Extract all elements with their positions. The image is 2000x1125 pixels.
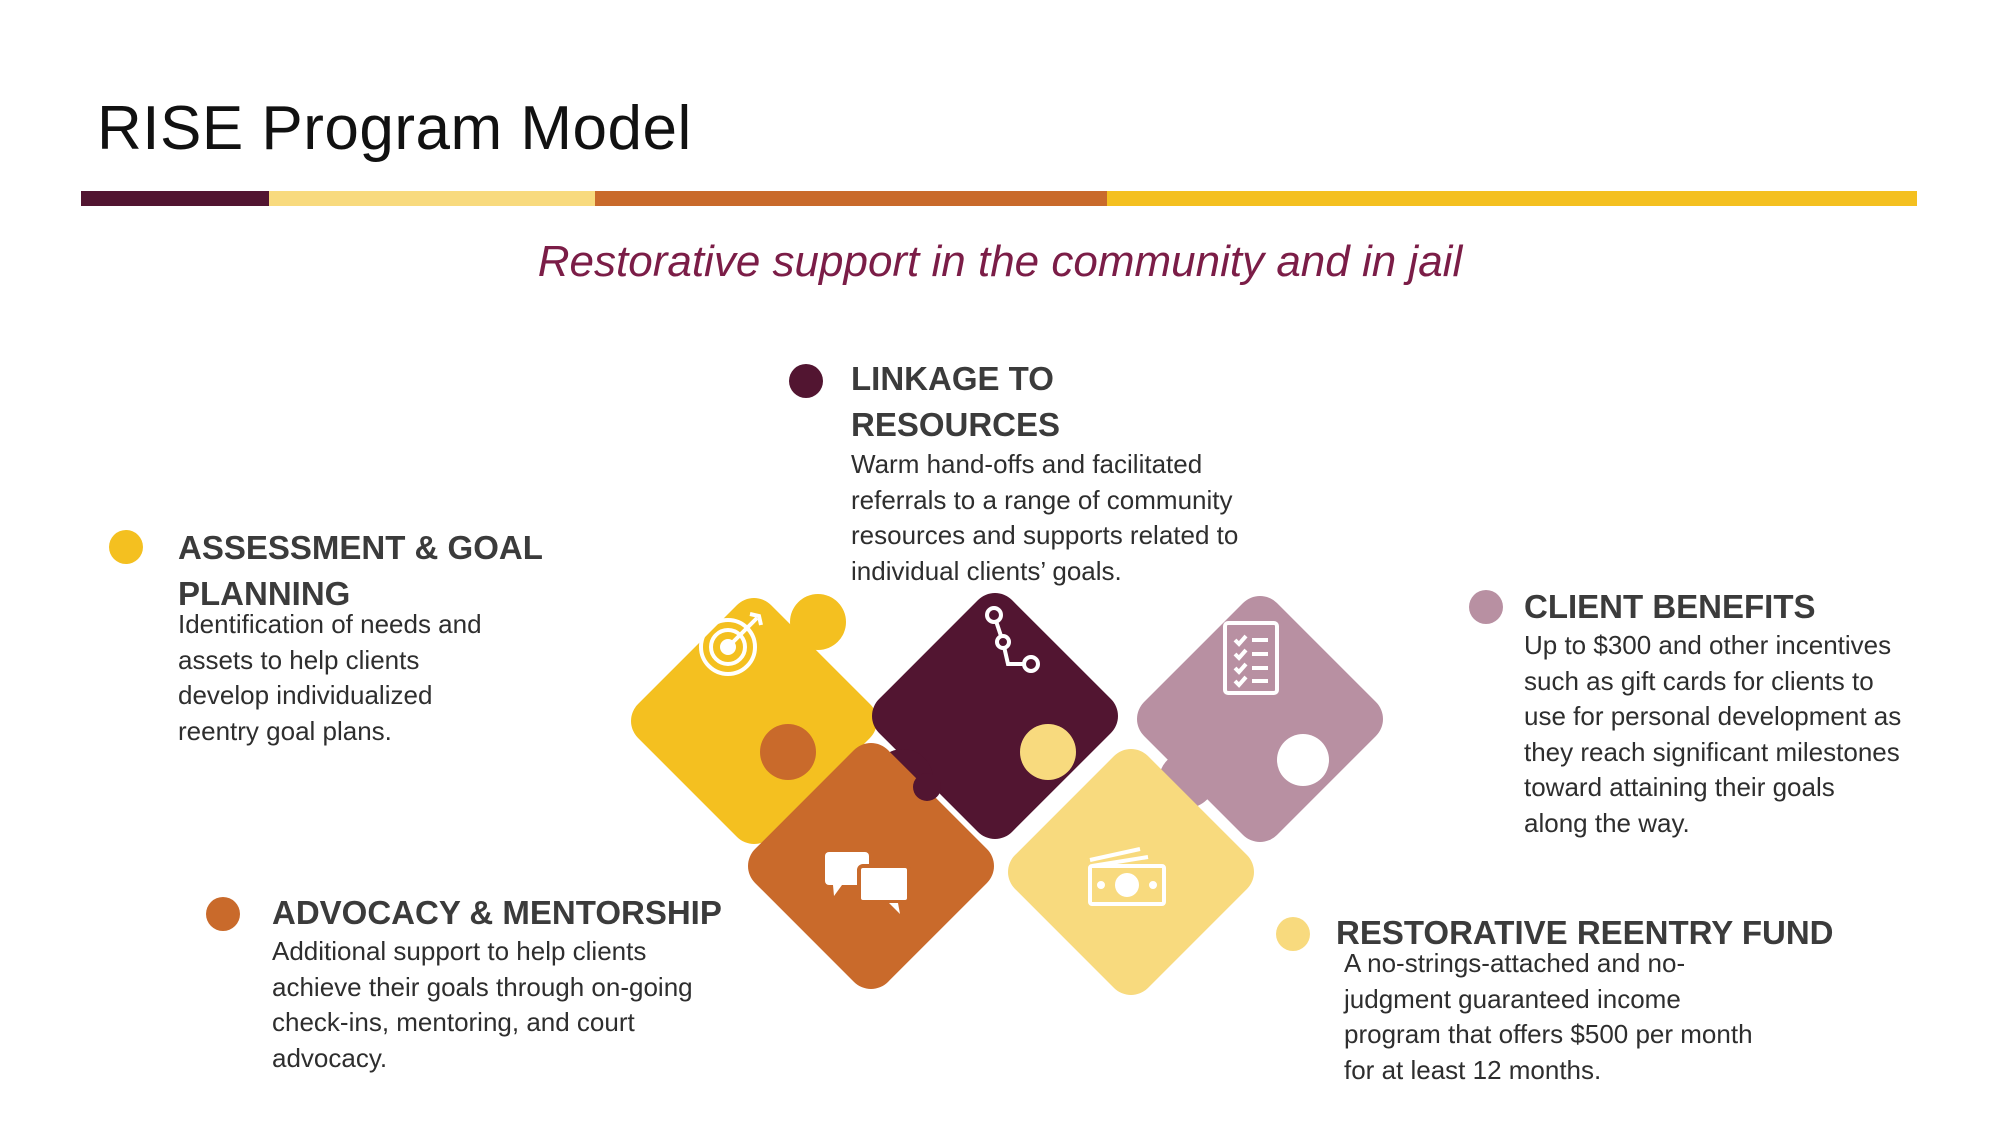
puzzle-piece-reentry-fund xyxy=(1008,724,1254,995)
reentry-fund-bullet xyxy=(1276,917,1310,951)
assessment-heading-line: PLANNING xyxy=(178,575,351,612)
advocacy-description: Additional support to help clients achie… xyxy=(272,934,752,1076)
assessment-bullet xyxy=(109,530,143,564)
puzzle-piece-assessment xyxy=(631,594,877,844)
title-bar-light-yellow xyxy=(269,191,595,206)
linkage-heading: LINKAGE TO RESOURCES xyxy=(851,360,1061,443)
assessment-heading-line: ASSESSMENT & GOAL xyxy=(178,529,543,566)
reentry-fund-description: A no-strings-attached and no- judgment g… xyxy=(1336,946,1836,1088)
assessment-description: Identification of needs and assets to he… xyxy=(178,607,558,749)
advocacy-heading: ADVOCACY & MENTORSHIP xyxy=(272,894,722,931)
advocacy-section: ADVOCACY & MENTORSHIP Additional support… xyxy=(272,890,752,1076)
linkage-line: Warm hand-offs and facilitated xyxy=(851,449,1203,479)
reentry-fund-line: for at least 12 months. xyxy=(1344,1054,1602,1085)
client-benefits-line: use for personal development as xyxy=(1524,701,1902,731)
client-benefits-line: Up to $300 and other incentives xyxy=(1524,630,1892,660)
chat-bubbles-icon xyxy=(825,852,911,914)
assessment-heading: ASSESSMENT & GOAL PLANNING xyxy=(178,525,558,617)
linkage-section: LINKAGE TO RESOURCES Warm hand-offs and … xyxy=(851,356,1271,589)
advocacy-line: advocacy. xyxy=(272,1042,388,1073)
title-bar-plum xyxy=(81,191,269,206)
assessment-line: assets to help clients xyxy=(178,644,420,675)
subtitle: Restorative support in the community and… xyxy=(537,237,1463,286)
puzzle-piece-client-benefits xyxy=(1137,596,1383,842)
linkage-line: individual clients’ goals. xyxy=(851,555,1122,586)
assessment-line: develop individualized xyxy=(178,680,433,710)
advocacy-line: achieve their goals through on-going xyxy=(272,971,693,1002)
reentry-fund-line: judgment guaranteed income xyxy=(1344,983,1681,1014)
title-bar-gold xyxy=(1107,191,1917,206)
reentry-fund-heading: RESTORATIVE REENTRY FUND xyxy=(1336,914,1834,951)
client-benefits-heading: CLIENT BENEFITS xyxy=(1524,588,1816,625)
target-icon xyxy=(699,612,763,676)
checklist-icon xyxy=(1223,621,1279,695)
money-icon xyxy=(1088,847,1166,906)
client-benefits-bullet xyxy=(1469,590,1503,624)
assessment-section: ASSESSMENT & GOAL PLANNING Identificatio… xyxy=(178,525,558,749)
linkage-bullet xyxy=(789,364,823,398)
advocacy-line: check-ins, mentoring, and court xyxy=(272,1007,635,1037)
title-bar-orange xyxy=(595,191,1107,206)
assessment-line: reentry goal plans. xyxy=(178,715,392,746)
reentry-fund-section: RESTORATIVE REENTRY FUND A no-strings-at… xyxy=(1336,910,1836,1088)
reentry-fund-line: program that offers $500 per month xyxy=(1344,1019,1753,1049)
advocacy-line: Additional support to help clients xyxy=(272,936,647,966)
client-benefits-line: such as gift cards for clients to xyxy=(1524,665,1874,696)
linkage-line: resources and supports related to xyxy=(851,520,1239,550)
advocacy-bullet xyxy=(206,897,240,931)
path-icon xyxy=(985,606,1040,673)
reentry-fund-line: A no-strings-attached and no- xyxy=(1344,948,1686,978)
client-benefits-line: they reach significant milestones xyxy=(1524,736,1900,767)
puzzle-piece-advocacy xyxy=(748,724,994,989)
client-benefits-description: Up to $300 and other incentives such as … xyxy=(1524,628,1964,841)
client-benefits-line: along the way. xyxy=(1524,807,1690,838)
page-title: RISE Program Model xyxy=(97,94,692,163)
client-benefits-section: CLIENT BENEFITS Up to $300 and other inc… xyxy=(1524,584,1964,841)
puzzle-notch xyxy=(1277,734,1329,786)
puzzle-notch xyxy=(913,773,941,801)
puzzle-piece-linkage xyxy=(872,593,1118,839)
linkage-description: Warm hand-offs and facilitated referrals… xyxy=(851,447,1271,589)
client-benefits-line: toward attaining their goals xyxy=(1524,772,1835,802)
assessment-line: Identification of needs and xyxy=(178,609,482,639)
linkage-line: referrals to a range of community xyxy=(851,484,1233,515)
